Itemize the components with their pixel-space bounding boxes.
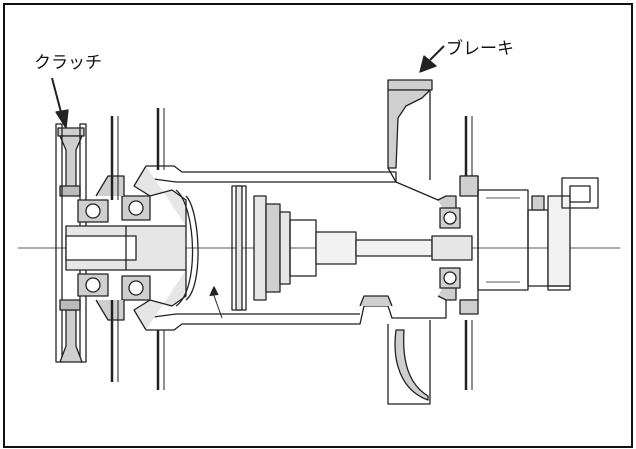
clutch-disc bbox=[55, 123, 87, 363]
clutch-label: クラッチ bbox=[34, 53, 102, 73]
input-shaft-hub bbox=[65, 175, 187, 321]
brake-arrow bbox=[419, 45, 445, 73]
piston-assembly bbox=[175, 185, 433, 319]
main-housing bbox=[133, 165, 457, 331]
support-plates bbox=[110, 108, 473, 390]
clutch-arrow bbox=[51, 77, 69, 129]
brake-disc bbox=[387, 79, 433, 405]
output-shaft bbox=[431, 175, 479, 315]
rotary-joint bbox=[477, 177, 599, 291]
brake-label: ブレーキ bbox=[446, 39, 514, 59]
